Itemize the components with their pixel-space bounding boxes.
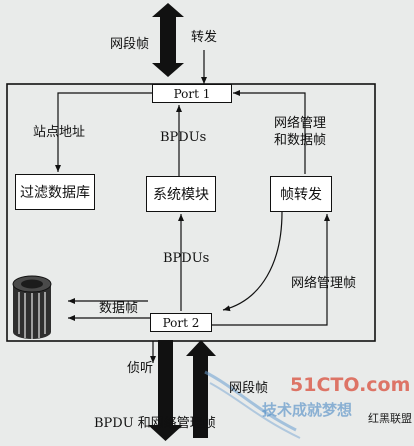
data-frame-label: 数据帧 (99, 301, 139, 316)
mgmt-data-frame-line1: 网络管理 (274, 116, 327, 131)
bpdu-and-mgmt-label: BPDU 和网络管理帧 (94, 416, 216, 431)
watermark-site: 51CTO.com (290, 374, 411, 396)
port1-to-filterdb-arrow (55, 92, 152, 172)
port-1-label: Port 1 (173, 86, 211, 101)
outgoing-arrow (148, 340, 183, 441)
port2-to-frameforward-arrow (211, 214, 330, 326)
frame-forward-block: 帧转发 (270, 176, 332, 212)
incoming-arrow (186, 340, 216, 438)
filter-database-label: 过滤数据库 (20, 185, 90, 201)
watermark-swoosh (204, 370, 297, 432)
net-mgmt-frame-label: 网络管理帧 (291, 276, 357, 291)
segment-frame-bottom-label: 网段帧 (229, 381, 269, 396)
system-module-block: 系统模块 (146, 176, 216, 212)
port-1-box: Port 1 (152, 84, 232, 103)
watermark-brand: 红黑联盟 (368, 412, 412, 425)
bpdus-upper-label: BPDUs (160, 130, 207, 145)
frameforward-to-port1-arrow (233, 90, 306, 174)
segment-bidirectional-arrow (152, 3, 184, 77)
filter-database-block: 过滤数据库 (15, 174, 95, 210)
frameforward-to-port2-arrow (222, 211, 283, 312)
system-module-label: 系统模块 (153, 187, 209, 203)
listen-label: 侦听 (127, 361, 154, 376)
frame-forward-label: 帧转发 (280, 187, 322, 203)
watermark-tagline: 技术成就梦想 (262, 401, 353, 419)
bpdus-lower-label: BPDUs (163, 251, 210, 266)
database-icon (12, 275, 52, 339)
mgmt-data-frame-line2: 和数据帧 (274, 133, 327, 148)
station-address-label: 站点地址 (33, 125, 86, 140)
port-2-box: Port 2 (150, 313, 212, 332)
port-2-label: Port 2 (162, 315, 200, 330)
forward-label: 转发 (191, 30, 218, 45)
segment-frame-top-label: 网段帧 (110, 37, 150, 52)
